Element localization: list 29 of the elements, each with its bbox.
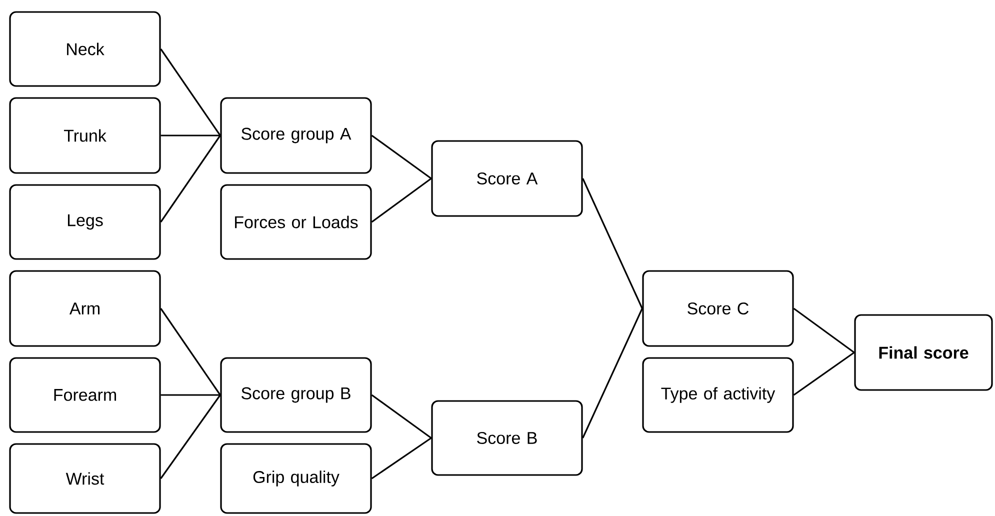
process-box: Final score [854,314,993,391]
connector-line [582,308,643,438]
process-box: Trunk [9,97,161,174]
connector-line [371,178,432,223]
process-box: Arm [9,270,161,347]
connector-line [160,394,221,479]
process-box: Type of activity [642,357,794,433]
process-box: Forces or Loads [220,184,372,260]
connector-line [160,394,220,396]
process-box: Grip quality [220,443,372,514]
connector-line [371,437,432,480]
process-box: Legs [9,184,161,260]
process-box: Neck [9,11,161,87]
connector-line [160,48,221,136]
connector-line [793,352,855,396]
process-box: Score B [431,400,583,476]
process-box: Score C [642,270,794,347]
process-box: Wrist [9,443,161,514]
connector-line [582,178,643,309]
connector-line [371,394,432,439]
connector-line [793,308,855,354]
connector-line [371,134,432,180]
process-box: Score group B [220,357,372,433]
process-box: Forearm [9,357,161,433]
connector-line [160,134,220,136]
connector-line [160,308,221,396]
process-box: Score group A [220,97,372,174]
process-box: Score A [431,140,583,217]
connector-line [160,135,221,222]
